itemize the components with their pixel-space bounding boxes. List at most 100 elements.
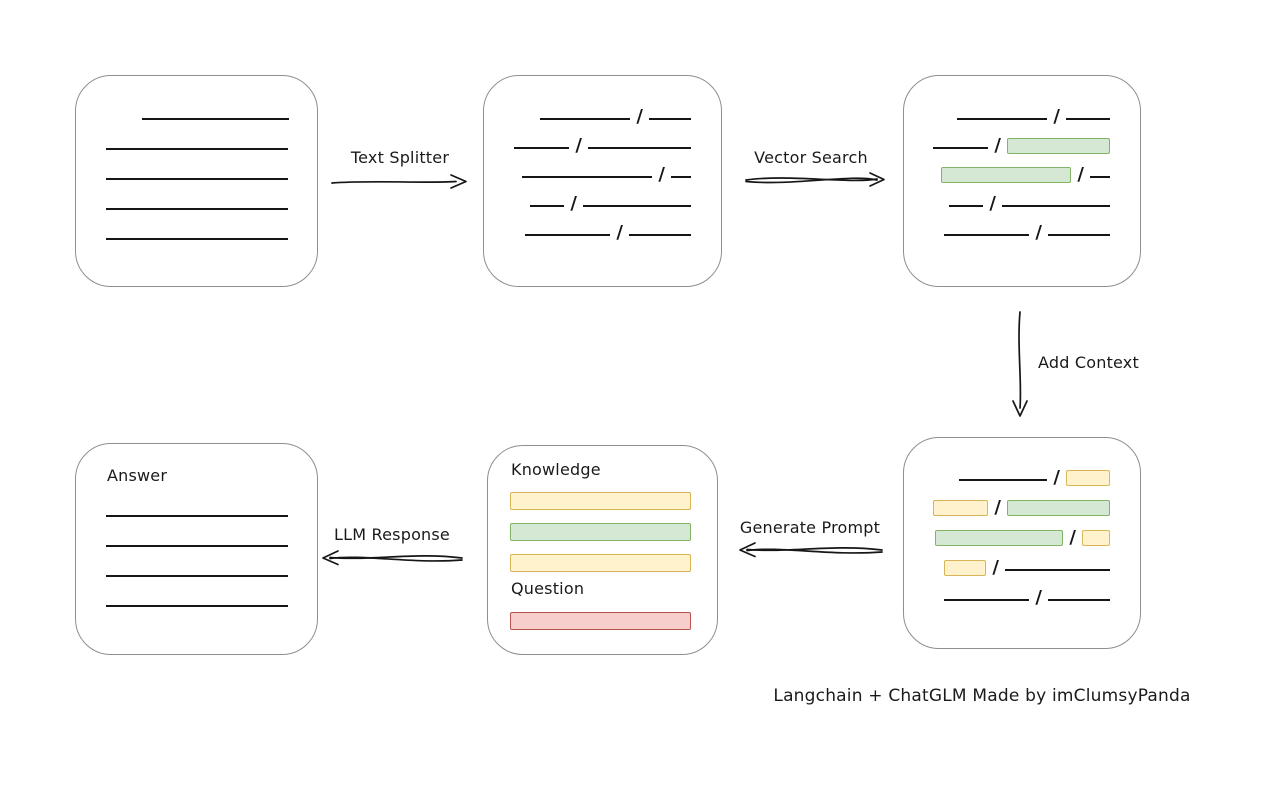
text-line [106,605,288,607]
chunk-row [106,550,289,580]
text-line [933,147,989,149]
text-line [629,234,691,236]
split-slash: / [575,135,582,156]
chunk-row: / [930,484,1110,518]
yellow-bar [510,554,691,572]
search-result-rows: ///// [930,94,1110,242]
highlight-yellow [944,560,987,576]
split-slash: / [1035,587,1042,608]
text-line [1090,176,1110,178]
chunk-row: / [510,123,691,156]
answer-label: Answer [107,466,168,485]
generate-prompt-label: Generate Prompt [739,518,881,537]
red-bar [510,612,691,630]
chunk-row: / [930,210,1110,242]
chunk-row: / [510,152,691,185]
split-slash: / [994,497,1001,518]
text-splitter-arrow [331,174,467,189]
split-slash: / [994,135,1001,156]
highlight-green [1007,500,1110,516]
green-bar [510,523,691,541]
node-context-chunks: / / / / / [903,437,1141,649]
vector-search-arrow [745,172,885,187]
text-line [106,515,288,517]
llm-response-arrow [322,550,463,566]
text-line [583,205,691,207]
node-answer: Answer [75,443,318,655]
node-prompt: Knowledge Question [487,445,718,655]
text-line [959,479,1048,481]
text-line [1002,205,1110,207]
text-line [141,118,289,120]
answer-lines [106,490,289,610]
split-slash: / [658,164,665,185]
text-line [106,178,288,180]
split-slash: / [1069,527,1076,548]
split-slash: / [636,106,643,127]
chunk-row: / [510,210,691,243]
context-chunk-rows: / / / / / [930,454,1110,608]
chunk-row: / [930,544,1110,578]
chunk-row [106,490,289,520]
highlight-yellow [1082,530,1110,546]
text-line [106,238,288,240]
add-context-arrow [1012,311,1028,417]
chunk-row [106,213,289,243]
text-line [944,599,1030,601]
chunk-row: / [510,181,691,214]
text-line [530,205,565,207]
chunk-row: / [930,181,1110,214]
split-slash: / [1053,106,1060,127]
highlight-green [941,167,1072,183]
llm-response-label: LLM Response [334,525,450,544]
chunk-row [106,123,289,153]
text-line [106,208,288,210]
split-slash: / [989,193,996,214]
chunk-row [106,520,289,550]
split-text-rows: / / / / / [510,94,691,243]
chunk-row: / [930,94,1110,127]
question-label: Question [511,579,585,598]
knowledge-label: Knowledge [511,460,601,479]
text-line [522,176,653,178]
text-line [671,176,691,178]
highlight-green [1007,138,1110,154]
add-context-label: Add Context [1038,353,1139,372]
chunk-row: / [930,514,1110,548]
text-line [649,118,691,120]
text-line [949,205,984,207]
text-line [514,147,570,149]
highlight-yellow [933,500,989,516]
question-bars [510,612,691,630]
text-line [540,118,631,120]
node-search-results: ///// [903,75,1141,287]
text-line [525,234,611,236]
generate-prompt-arrow [739,542,883,558]
split-slash: / [992,557,999,578]
knowledge-bars [510,492,691,572]
text-line [106,148,288,150]
split-slash: / [570,193,577,214]
chunk-row: / [510,94,691,127]
highlight-green [935,530,1064,546]
document-lines [106,93,289,243]
vector-search-label: Vector Search [754,148,868,167]
chunk-row [106,153,289,183]
chunk-row: / [930,123,1110,156]
chunk-row: / [930,152,1110,185]
yellow-bar [510,492,691,510]
split-slash: / [616,222,623,243]
node-source-document [75,75,318,287]
node-split-text: / / / / / [483,75,722,287]
text-line [957,118,1048,120]
chunk-row [106,93,289,123]
chunk-row [106,580,289,610]
split-slash: / [1077,164,1084,185]
chunk-row [106,183,289,213]
text-line [944,234,1030,236]
chunk-row: / [930,574,1110,608]
text-line [588,147,691,149]
text-line [106,545,288,547]
split-slash: / [1053,467,1060,488]
